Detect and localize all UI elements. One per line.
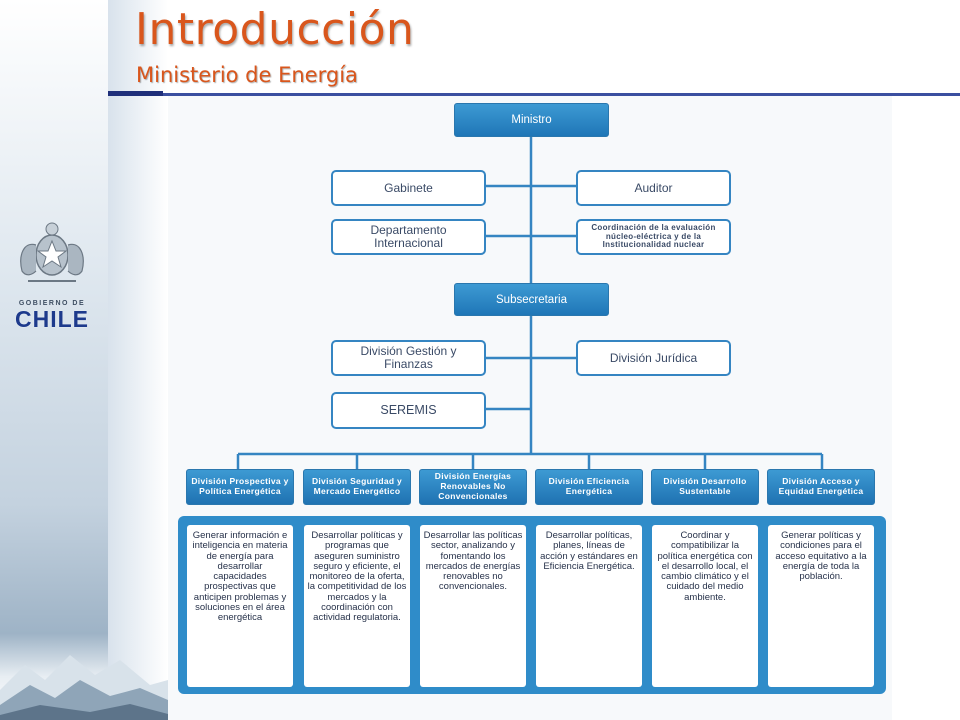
page-subtitle: Ministerio de Energía (136, 63, 358, 87)
org-division-prospectiva: División Prospectiva y Política Energéti… (186, 469, 294, 505)
org-division-eficiencia: División Eficiencia Energética (535, 469, 643, 505)
org-node-subsecretaria: Subsecretaria (454, 283, 609, 316)
coat-of-arms-icon (20, 222, 84, 282)
org-division-desarrollo-sustentable-label: División Desarrollo Sustentable (663, 476, 747, 496)
org-division-acceso-equidad: División Acceso y Equidad Energética (767, 469, 875, 505)
description-eficiencia: Desarrollar políticas, planes, líneas de… (536, 525, 642, 687)
description-seguridad: Desarrollar políticas y programas que as… (304, 525, 410, 687)
org-node-juridica: División Jurídica (576, 340, 731, 376)
org-node-coordinacion-nuclear-label: Coordinación de la evaluación núcleo-elé… (591, 222, 716, 250)
description-acceso-equidad: Generar políticas y condiciones para el … (768, 525, 874, 687)
org-division-eficiencia-label: División Eficiencia Energética (548, 476, 630, 496)
org-node-ministro: Ministro (454, 103, 609, 137)
org-node-juridica-label: División Jurídica (609, 350, 698, 365)
org-node-gabinete-label: Gabinete (384, 180, 433, 195)
sidebar-background (0, 0, 108, 720)
header-rule (108, 93, 960, 96)
org-node-coordinacion-nuclear: Coordinación de la evaluación núcleo-elé… (576, 219, 731, 255)
org-division-acceso-equidad-label: División Acceso y Equidad Energética (778, 476, 864, 496)
mountain-image (0, 655, 168, 720)
org-node-auditor: Auditor (576, 170, 731, 206)
logo-line2: CHILE (15, 306, 89, 332)
org-division-prospectiva-label: División Prospectiva y Política Energéti… (191, 476, 289, 496)
org-node-seremis: SEREMIS (331, 392, 486, 429)
sidebar-fade (108, 0, 168, 720)
org-node-departamento-internacional-label: Departamento Internacional (370, 223, 447, 250)
org-division-desarrollo-sustentable: División Desarrollo Sustentable (651, 469, 759, 505)
org-node-gestion-finanzas: División Gestión y Finanzas (331, 340, 486, 376)
logo-line1: GOBIERNO DE (18, 300, 86, 307)
header-rule-accent (108, 91, 163, 96)
org-node-departamento-internacional: Departamento Internacional (331, 219, 486, 255)
org-node-auditor-label: Auditor (634, 180, 673, 195)
page-title: Introducción (135, 4, 415, 55)
org-division-ernc-label: División Energías Renovables No Convenci… (434, 471, 512, 501)
org-node-gabinete: Gabinete (331, 170, 486, 206)
org-node-ministro-label: Ministro (511, 114, 552, 126)
org-node-gestion-finanzas-label: División Gestión y Finanzas (360, 344, 457, 371)
org-node-subsecretaria-label: Subsecretaria (496, 293, 567, 306)
description-ernc: Desarrollar las políticas sector, analiz… (420, 525, 526, 687)
org-division-seguridad-label: División Seguridad y Mercado Energético (311, 476, 403, 496)
org-division-seguridad: División Seguridad y Mercado Energético (303, 469, 411, 505)
org-node-seremis-label: SEREMIS (380, 402, 437, 417)
description-prospectiva: Generar información e inteligencia en ma… (187, 525, 293, 687)
description-desarrollo-sustentable: Coordinar y compatibilizar la política e… (652, 525, 758, 687)
org-division-ernc: División Energías Renovables No Convenci… (419, 469, 527, 505)
gobierno-chile-logo: GOBIERNO DE CHILE (8, 215, 96, 332)
